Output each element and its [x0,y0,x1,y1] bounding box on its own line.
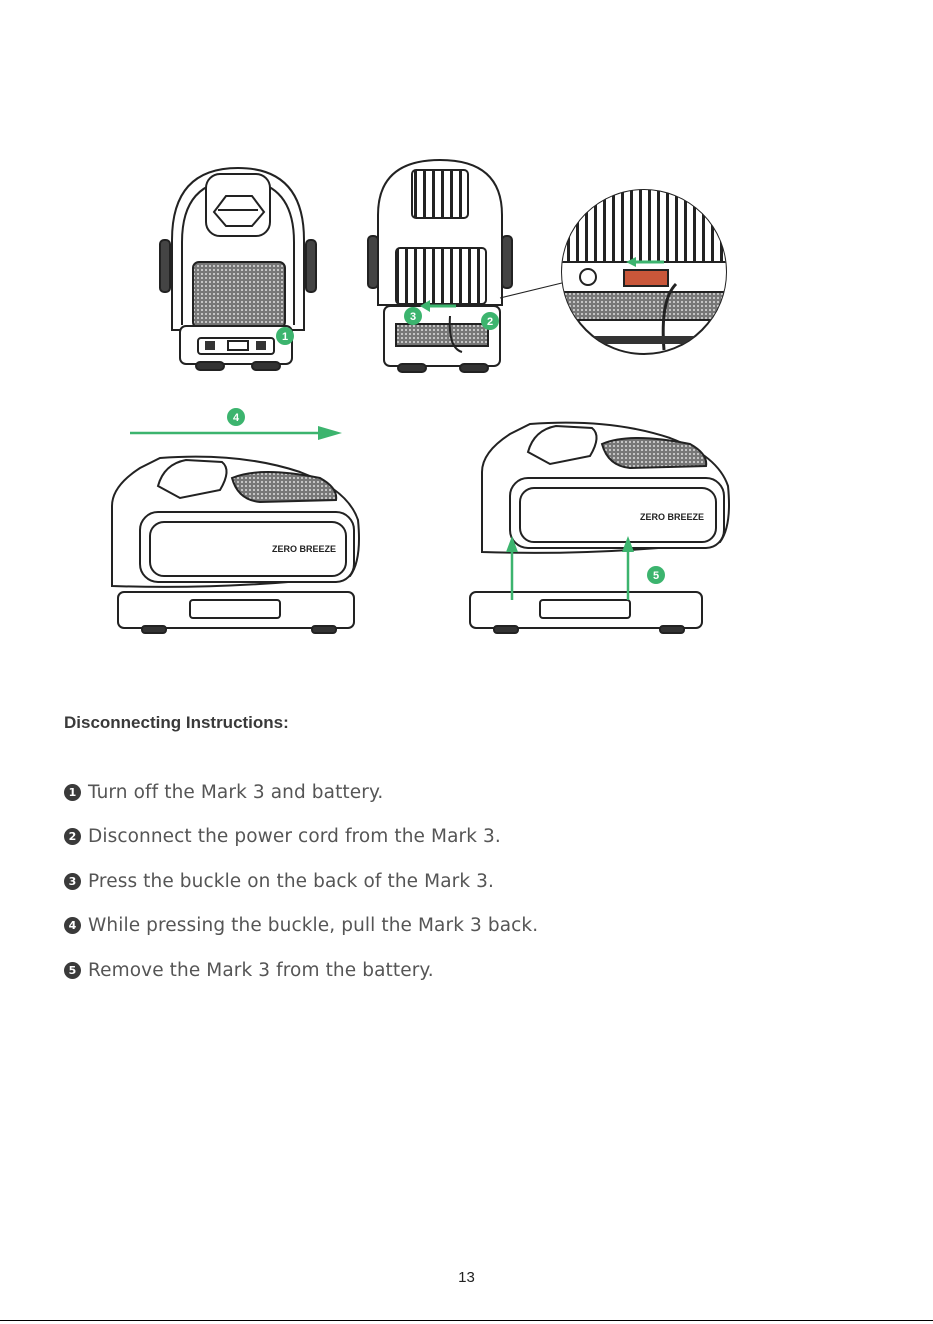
step-4: 4 While pressing the buckle, pull the Ma… [64,915,538,937]
step-text: Disconnect the power cord from the Mark … [88,826,501,847]
step-number-badge: 2 [64,828,81,845]
svg-text:1: 1 [282,331,288,343]
svg-text:ZERO BREEZE: ZERO BREEZE [272,544,336,554]
step-text: While pressing the buckle, pull the Mark… [88,915,538,936]
svg-text:2: 2 [487,316,493,328]
marker-1: 1 [276,327,294,345]
step-2: 2 Disconnect the power cord from the Mar… [64,826,538,848]
marker-3: 3 [404,307,422,325]
side-view-slide: ZERO BREEZE [112,457,359,633]
zoom-detail [556,188,732,354]
side-view-lift: ZERO BREEZE [470,423,729,633]
svg-text:3: 3 [410,311,416,323]
back-view-unit [368,160,566,372]
step-text: Turn off the Mark 3 and battery. [88,782,383,803]
svg-text:ZERO BREEZE: ZERO BREEZE [640,512,704,522]
svg-text:5: 5 [653,570,659,582]
marker-4: 4 [227,408,245,426]
step-1: 1 Turn off the Mark 3 and battery. [64,781,538,803]
section-heading: Disconnecting Instructions: [64,713,289,733]
step-number-badge: 1 [64,784,81,801]
bottom-rule [0,1320,933,1321]
step-text: Remove the Mark 3 from the battery. [88,960,434,981]
steps-list: 1 Turn off the Mark 3 and battery. 2 Dis… [64,781,538,1004]
page-number: 13 [0,1269,933,1286]
step-text: Press the buckle on the back of the Mark… [88,871,494,892]
step-number-badge: 4 [64,917,81,934]
step-3: 3 Press the buckle on the back of the Ma… [64,870,538,892]
svg-text:4: 4 [233,412,240,424]
marker-5: 5 [647,566,665,584]
step-5: 5 Remove the Mark 3 from the battery. [64,959,538,981]
illustration: ZERO BREEZE ZERO BREEZE 1 2 3 4 [0,0,933,680]
step-number-badge: 5 [64,962,81,979]
marker-2: 2 [481,312,499,330]
step-number-badge: 3 [64,873,81,890]
